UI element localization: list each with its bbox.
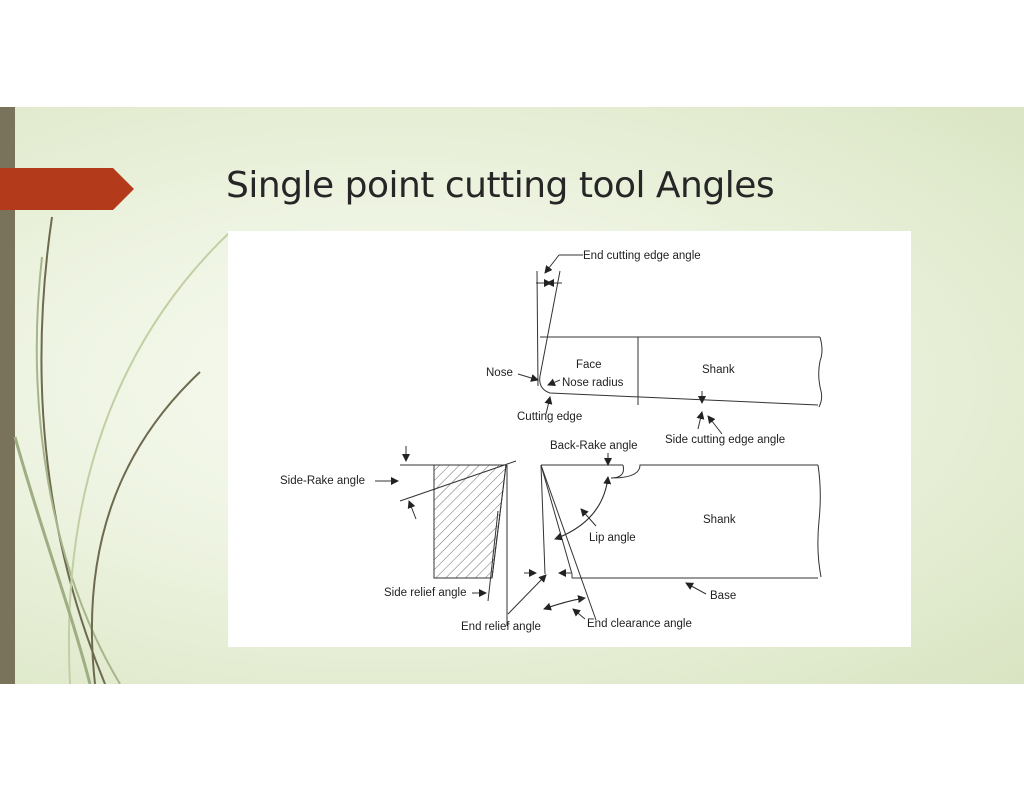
decorative-swoosh [13, 216, 231, 684]
cutting-tool-diagram: End cutting edge angle Nose Face Nose ra… [228, 231, 911, 647]
label-end-clearance-angle: End clearance angle [587, 618, 692, 630]
label-back-rake-angle: Back-Rake angle [550, 440, 638, 452]
label-end-cutting-edge-angle: End cutting edge angle [583, 250, 701, 262]
label-nose: Nose [486, 367, 513, 379]
diagram-drawing [375, 254, 823, 626]
label-base: Base [710, 590, 737, 602]
label-end-relief-angle: End relief angle [461, 621, 541, 633]
label-shank-top: Shank [702, 364, 735, 376]
label-side-relief-angle: Side relief angle [384, 587, 467, 599]
label-lip-angle: Lip angle [589, 532, 636, 544]
left-accent-bar [0, 107, 15, 684]
label-cutting-edge: Cutting edge [517, 411, 583, 423]
title-accent-arrow [0, 168, 134, 210]
label-shank-bottom: Shank [703, 514, 736, 526]
label-nose-radius: Nose radius [562, 377, 624, 389]
slide-background: Single point cutting tool Angles [0, 107, 1024, 684]
label-side-rake-angle: Side-Rake angle [280, 475, 366, 487]
label-face: Face [576, 359, 602, 371]
slide-title: Single point cutting tool Angles [226, 165, 775, 206]
label-side-cutting-edge-angle: Side cutting edge angle [665, 434, 786, 446]
